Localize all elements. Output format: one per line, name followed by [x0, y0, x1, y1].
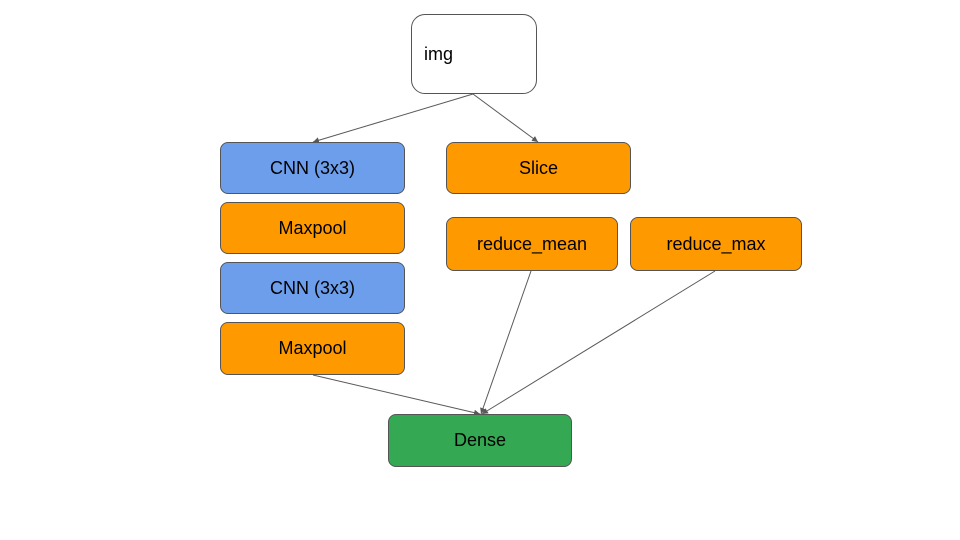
node-img-label: img: [424, 43, 454, 64]
node-cnn-1: CNN (3x3): [220, 142, 405, 194]
node-maxpool-2-label: Maxpool: [278, 338, 347, 358]
node-slice-label: Slice: [518, 157, 558, 178]
node-reduce-max: reduce_max: [630, 217, 802, 271]
node-cnn-2: CNN (3x3): [220, 262, 405, 314]
node-reduce-mean: reduce_mean: [446, 217, 618, 271]
edge-reduce-max-to-dense: [481, 270, 716, 415]
node-reduce-max-label: reduce_max: [666, 233, 766, 254]
node-slice: Slice: [446, 142, 631, 194]
node-maxpool-2: Maxpool: [220, 322, 405, 375]
node-cnn-1-label: CNN (3x3): [269, 157, 355, 178]
node-dense: Dense: [388, 414, 572, 467]
edge-maxpool2-to-dense: [312, 374, 481, 416]
node-maxpool-1: Maxpool: [220, 202, 405, 254]
node-reduce-mean-label: reduce_mean: [476, 233, 588, 254]
edge-img-to-cnn1: [312, 93, 474, 144]
node-img: img: [411, 14, 537, 94]
node-maxpool-1-label: Maxpool: [278, 217, 347, 238]
node-cnn-2-label: CNN (3x3): [269, 277, 355, 298]
node-dense-label: Dense: [453, 430, 507, 450]
edge-img-to-slice: [472, 93, 539, 143]
edge-reduce-mean-to-dense: [480, 270, 532, 415]
